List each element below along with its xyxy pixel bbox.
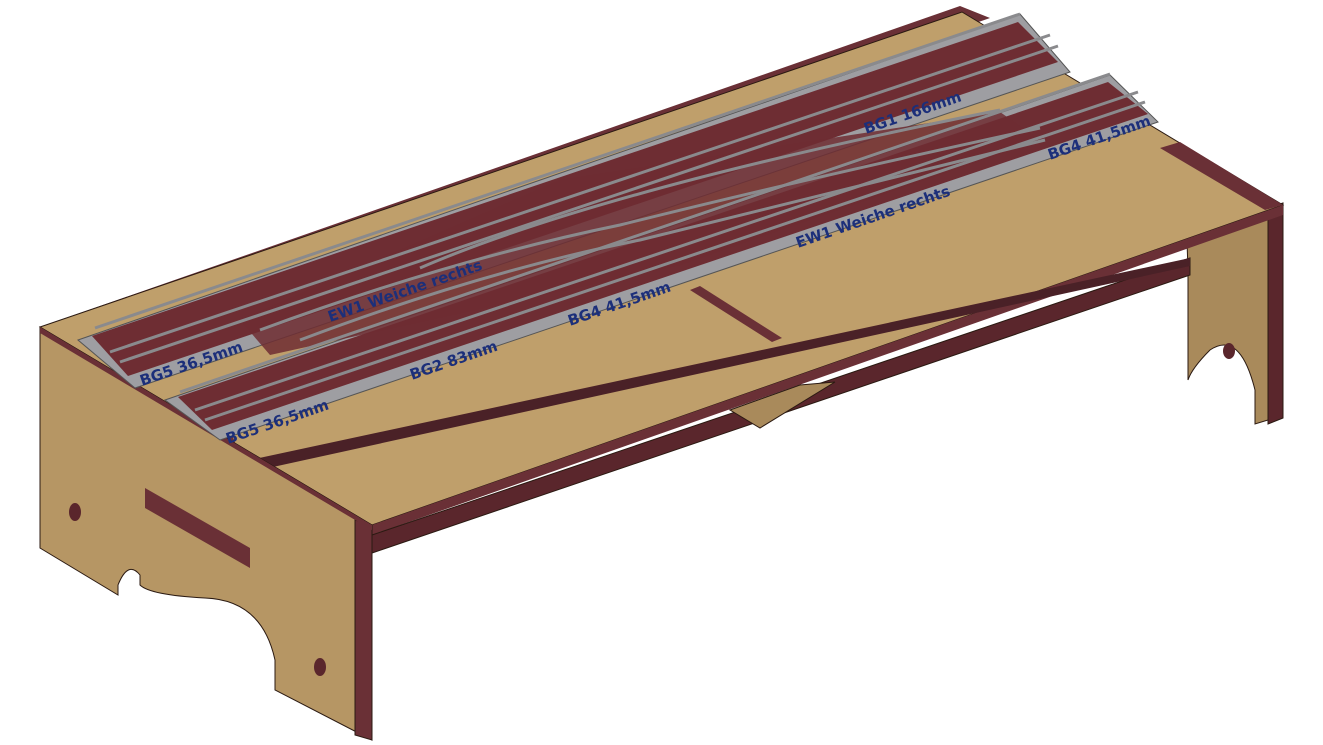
left-leg-hole-1 xyxy=(69,503,81,521)
left-leg-hole-2 xyxy=(314,658,326,676)
center-cross-brace xyxy=(728,381,836,429)
under-beam xyxy=(250,258,1190,472)
right-leg-hole xyxy=(1223,343,1235,359)
top-slot-center xyxy=(690,286,782,342)
left-leg-slot xyxy=(145,488,250,568)
right-leg xyxy=(1184,184,1269,425)
top-slot-right xyxy=(1160,142,1283,210)
rails-crossover xyxy=(259,108,1046,342)
rails-back xyxy=(94,12,1059,364)
left-leg-edge xyxy=(354,519,373,741)
right-leg-edge xyxy=(1267,202,1284,425)
